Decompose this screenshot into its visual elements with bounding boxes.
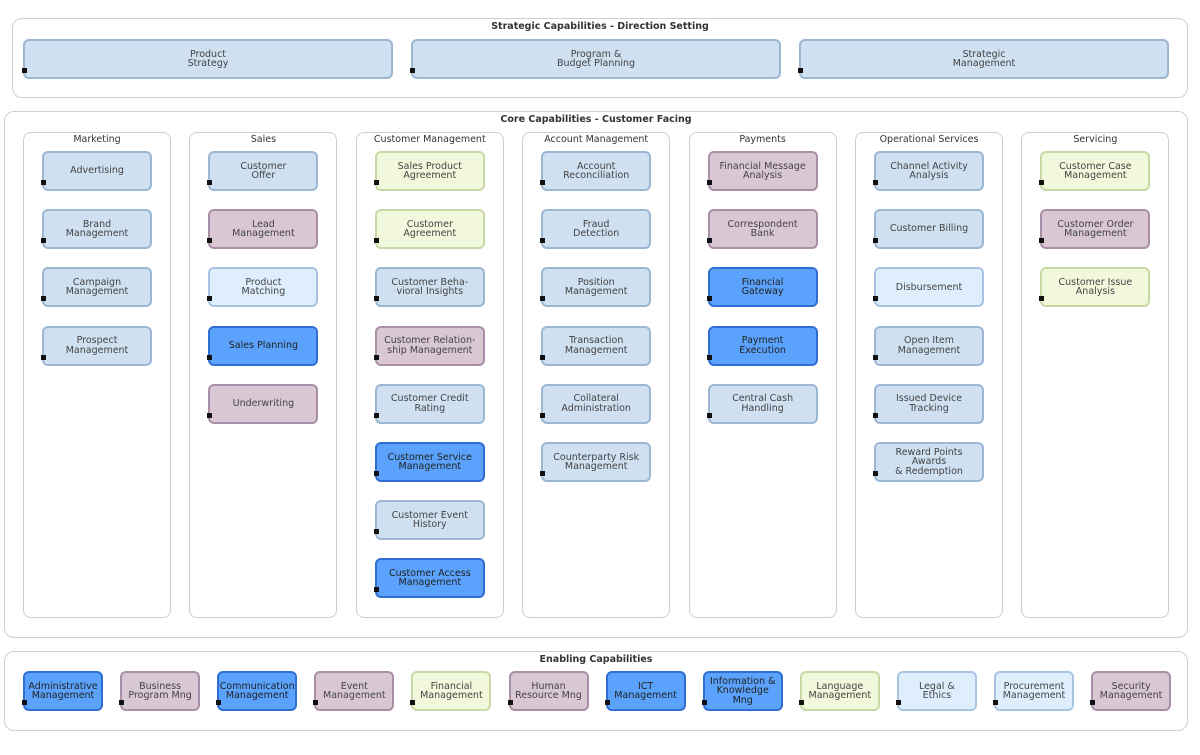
capability-customer-relation-ship-management[interactable]: Customer Relation- ship Management	[373, 325, 485, 366]
capability-campaign-management[interactable]: Campaign Management	[41, 267, 152, 308]
capability-event-management[interactable]: Event Management	[313, 671, 395, 711]
capability-communication-management[interactable]: Communication Management	[216, 671, 298, 711]
capability-fraud-detection[interactable]: Fraud Detection	[540, 209, 652, 250]
capability-procurement-management[interactable]: Procurement Management	[993, 671, 1074, 711]
column-title: Marketing	[73, 134, 121, 145]
capability-reward-points-awards-redemption[interactable]: Reward Points Awards & Redemption	[873, 442, 984, 482]
column-title: Customer Management	[373, 134, 486, 145]
capability-customer-issue-analysis[interactable]: Customer Issue Analysis	[1039, 267, 1151, 308]
capability-disbursement[interactable]: Disbursement	[873, 267, 984, 308]
capability-customer-access-management[interactable]: Customer Access Management	[373, 558, 485, 599]
capability-language-management[interactable]: Language Management	[798, 671, 880, 711]
capability-information-knowledge-mng[interactable]: Information & Knowledge Mng	[701, 671, 783, 711]
capability-advertising[interactable]: Advertising	[41, 151, 152, 191]
capability-financial-message-analysis[interactable]: Financial Message Analysis	[706, 151, 818, 191]
capability-program-budget-planning[interactable]: Program & Budget Planning	[410, 39, 781, 79]
capability-human-resource-mng[interactable]: Human Resource Mng	[507, 671, 589, 711]
column-title: Sales	[250, 134, 277, 145]
capability-open-item-management[interactable]: Open Item Management	[873, 325, 984, 366]
capability-customer-billing[interactable]: Customer Billing	[873, 209, 984, 250]
strategic-section-title: Strategic Capabilities - Direction Setti…	[491, 21, 709, 32]
capability-legal-ethics[interactable]: Legal & Ethics	[895, 671, 977, 711]
column-title: Account Management	[544, 134, 649, 145]
capability-ict-management[interactable]: ICT Management	[604, 671, 686, 711]
capability-prospect-management[interactable]: Prospect Management	[41, 325, 152, 366]
capability-customer-event-history[interactable]: Customer Event History	[373, 500, 485, 541]
column-title: Payments	[739, 134, 786, 145]
capability-customer-credit-rating[interactable]: Customer Credit Rating	[373, 383, 485, 424]
capability-lead-management[interactable]: Lead Management	[207, 209, 319, 250]
capability-underwriting[interactable]: Underwriting	[207, 383, 319, 424]
enabling-section-title: Enabling Capabilities	[539, 654, 653, 665]
column-title: Servicing	[1073, 134, 1118, 145]
capability-customer-beha-vioral-insights[interactable]: Customer Beha- vioral Insights	[373, 267, 485, 308]
core-section-title: Core Capabilities - Customer Facing	[500, 114, 692, 125]
capability-payment-execution[interactable]: Payment Execution	[706, 325, 818, 366]
strategic-capabilities-section: Strategic Capabilities - Direction Setti…	[12, 18, 1188, 98]
capability-customer-service-management[interactable]: Customer Service Management	[373, 442, 485, 482]
capability-product-matching[interactable]: Product Matching	[207, 267, 319, 308]
capability-central-cash-handling[interactable]: Central Cash Handling	[706, 383, 818, 424]
column-title: Operational Services	[879, 134, 979, 145]
capability-sales-planning[interactable]: Sales Planning	[207, 325, 319, 366]
core-capabilities-section: Core Capabilities - Customer Facing Mark…	[4, 111, 1188, 638]
capability-collateral-administration[interactable]: Collateral Administration	[540, 383, 652, 424]
capability-customer-agreement[interactable]: Customer Agreement	[373, 209, 485, 250]
capability-financial-gateway[interactable]: Financial Gateway	[706, 267, 818, 308]
capability-account-reconciliation[interactable]: Account Reconciliation	[540, 151, 652, 191]
capability-counterparty-risk-management[interactable]: Counterparty Risk Management	[540, 442, 652, 482]
capability-channel-activity-analysis[interactable]: Channel Activity Analysis	[873, 151, 984, 191]
capability-strategic-management[interactable]: Strategic Management	[798, 39, 1169, 79]
capability-issued-device-tracking[interactable]: Issued Device Tracking	[873, 383, 984, 424]
capability-security-management[interactable]: Security Management	[1090, 671, 1172, 711]
capability-business-program-mng[interactable]: Business Program Mng	[119, 671, 201, 711]
capability-transaction-management[interactable]: Transaction Management	[540, 325, 652, 366]
capability-customer-offer[interactable]: Customer Offer	[207, 151, 319, 191]
capability-product-strategy[interactable]: Product Strategy	[22, 39, 393, 79]
capability-customer-order-management[interactable]: Customer Order Management	[1039, 209, 1151, 250]
capability-position-management[interactable]: Position Management	[540, 267, 652, 308]
capability-financial-management[interactable]: Financial Management	[410, 671, 492, 711]
capability-administrative-management[interactable]: Administrative Management	[22, 671, 103, 711]
capability-brand-management[interactable]: Brand Management	[41, 209, 152, 250]
enabling-capabilities-section: Enabling Capabilities Administrative Man…	[4, 651, 1188, 731]
capability-sales-product-agreement[interactable]: Sales Product Agreement	[373, 151, 485, 191]
capability-correspondent-bank[interactable]: Correspondent Bank	[706, 209, 818, 250]
capability-customer-case-management[interactable]: Customer Case Management	[1039, 151, 1151, 191]
